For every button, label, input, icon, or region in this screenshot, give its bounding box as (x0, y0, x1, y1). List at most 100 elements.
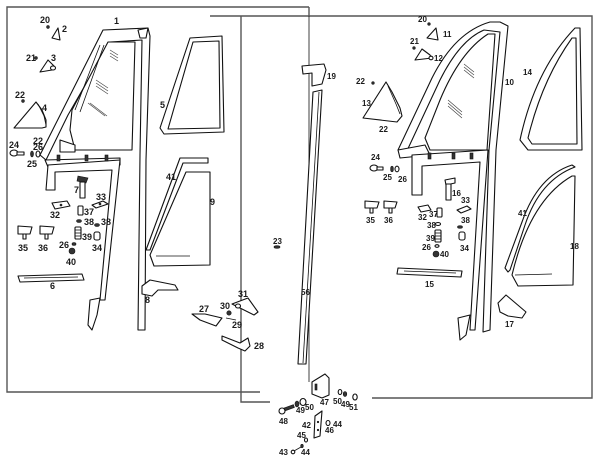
part-4-corner-panel (13, 99, 47, 129)
callout-38-b: 38 (101, 217, 111, 227)
part-r38-washer (434, 221, 442, 227)
callout-19: 19 (327, 72, 336, 81)
callout-38: 38 (84, 217, 94, 227)
callout-32: 32 (50, 210, 60, 220)
part-r26-washer (434, 244, 440, 248)
part-18-glass (511, 175, 576, 287)
callout-49-b: 49 (341, 400, 350, 409)
part-46-nut (325, 419, 331, 427)
left-group-frame (6, 6, 309, 393)
part-r25-26-fasteners (390, 165, 400, 173)
callout-23: 23 (273, 237, 282, 246)
callout-18: 18 (570, 242, 579, 251)
callout-r40: 40 (440, 250, 449, 259)
part-30-nut (226, 310, 232, 316)
callout-43: 43 (279, 448, 288, 457)
callout-r38: 38 (427, 221, 436, 230)
part-r41-channel (504, 164, 576, 273)
part-24-screw (9, 149, 25, 157)
callout-44: 44 (333, 420, 342, 429)
part-37-bushing (77, 205, 84, 216)
callout-51: 51 (349, 403, 358, 412)
part-r35-clip (364, 200, 380, 214)
part-r40-nut (432, 250, 440, 258)
callout-r32: 32 (418, 213, 427, 222)
callout-r38-b: 38 (461, 216, 470, 225)
part-29-pin (225, 317, 237, 321)
part-47-bracket (311, 373, 330, 399)
part-38-washer (76, 219, 82, 223)
part-7-pin (76, 175, 89, 199)
part-48-bolt (278, 404, 295, 415)
callout-36: 36 (38, 243, 48, 253)
callout-46: 46 (325, 426, 334, 435)
part-r36-clip (383, 200, 398, 214)
callout-r33: 33 (461, 196, 470, 205)
callout-27: 27 (199, 304, 209, 314)
part-25-26-fasteners (30, 150, 41, 158)
callout-9: 9 (210, 197, 215, 207)
callout-8: 8 (145, 295, 150, 305)
part-38-washer-b (94, 223, 100, 227)
part-51-nut (352, 393, 358, 401)
part-r24-screw (369, 164, 384, 172)
part-33-plate (91, 200, 109, 209)
part-50-washer-b (337, 388, 343, 396)
callout-4: 4 (42, 103, 47, 113)
part-49-washer (294, 400, 300, 408)
callout-56: 56 (301, 288, 310, 297)
part-17-handle (497, 294, 527, 319)
part-15-rail (396, 267, 463, 278)
callout-13: 13 (362, 99, 371, 108)
callout-5: 5 (160, 100, 165, 110)
callout-r26: 26 (398, 175, 407, 184)
part-36-clip (39, 225, 55, 240)
callout-34: 34 (92, 243, 102, 253)
part-28-handle (221, 335, 251, 352)
callout-17: 17 (505, 320, 514, 329)
part-27-handle (191, 313, 223, 327)
part-11-bracket (426, 22, 439, 41)
callout-42: 42 (302, 421, 311, 430)
part-8-handle (141, 279, 179, 297)
callout-r41: 41 (518, 209, 527, 218)
callout-2: 2 (62, 24, 67, 34)
callout-30: 30 (220, 301, 230, 311)
callout-22: 22 (15, 90, 25, 100)
callout-40: 40 (66, 257, 76, 267)
callout-r22: 22 (356, 77, 365, 86)
callout-7: 7 (74, 185, 79, 195)
callout-r35: 35 (366, 216, 375, 225)
callout-49: 49 (296, 406, 305, 415)
part-10-vent-frame (397, 21, 509, 341)
part-43-screw (290, 443, 304, 455)
callout-45: 45 (297, 431, 306, 440)
part-41-channel (145, 157, 209, 251)
callout-r34: 34 (460, 244, 469, 253)
callout-r36: 36 (384, 216, 393, 225)
callout-r21: 21 (410, 37, 419, 46)
callout-50: 50 (305, 403, 314, 412)
part-3-hinge (34, 56, 57, 73)
callout-11: 11 (443, 30, 452, 39)
part-r33-plate (456, 205, 472, 214)
callout-26-b: 26 (59, 240, 69, 250)
callout-10: 10 (505, 78, 514, 87)
part-r34-knob (458, 231, 466, 241)
callout-29: 29 (232, 320, 242, 330)
part-32-plate (51, 200, 71, 210)
part-34-knob (93, 231, 101, 241)
part-49-washer-b (342, 391, 348, 397)
callout-r20: 20 (418, 15, 427, 24)
callout-16: 16 (452, 189, 461, 198)
part-35-clip (17, 225, 33, 240)
part-50-washer (299, 397, 307, 407)
callout-50-b: 50 (333, 397, 342, 406)
part-r37-bushing (436, 207, 443, 218)
callout-35: 35 (18, 243, 28, 253)
part-9-glass (149, 171, 211, 267)
callout-24: 24 (9, 140, 19, 150)
part-r38-washer-b (457, 225, 463, 229)
callout-37: 37 (84, 207, 94, 217)
